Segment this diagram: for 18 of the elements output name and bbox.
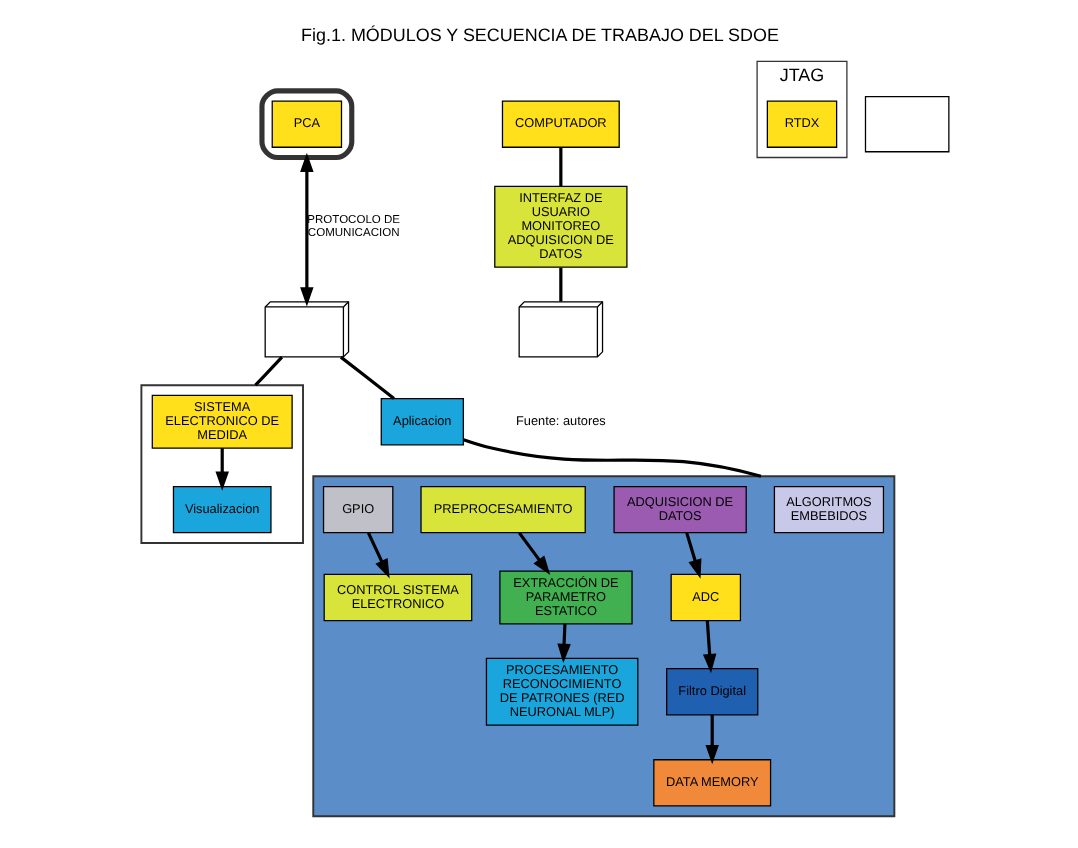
connector	[558, 267, 562, 302]
arrow	[214, 448, 228, 491]
arrow	[299, 152, 313, 307]
arrow	[704, 714, 718, 765]
cluster	[311, 475, 895, 818]
connector	[558, 147, 562, 187]
diagram-title: Fig.1. MÓDULOS Y SECUENCIA DE TRABAJO DEL SDOE	[300, 25, 778, 46]
cluster	[139, 384, 303, 544]
cluster	[258, 88, 354, 161]
arrow	[365, 532, 389, 579]
arrow	[684, 532, 701, 579]
node-box	[863, 95, 949, 153]
connector	[338, 355, 394, 400]
connector	[253, 356, 283, 387]
arrow	[517, 531, 550, 575]
arrow	[701, 620, 716, 674]
arrow	[556, 623, 570, 664]
connector	[462, 438, 761, 478]
